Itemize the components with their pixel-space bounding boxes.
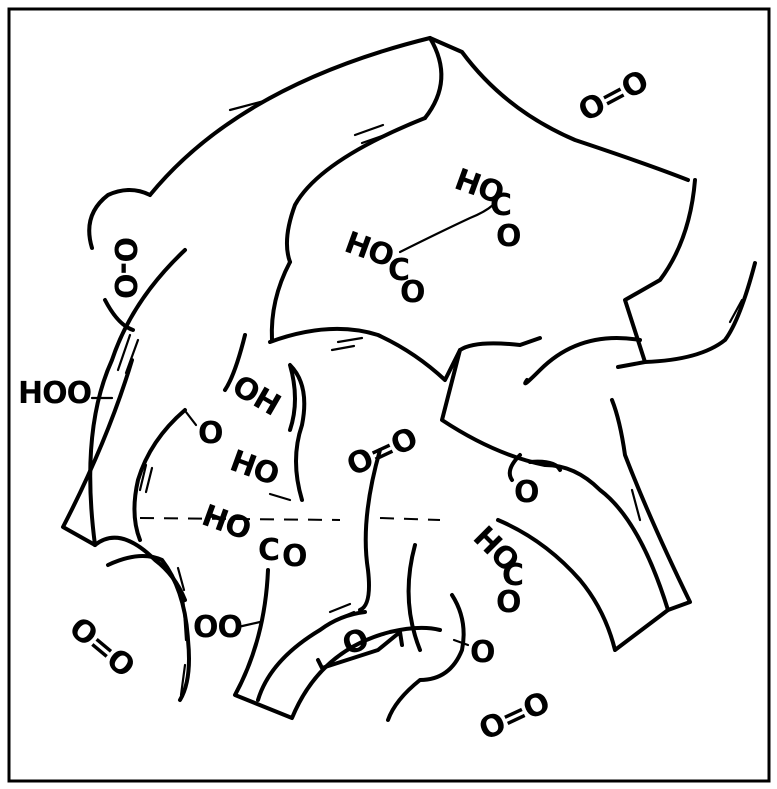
carboxyl-c-lower: C (258, 533, 279, 568)
ring-oxygen-label: O (338, 622, 373, 663)
hydroxyl-bond-left (270, 494, 290, 500)
o2-label-bottom-left: O=O (62, 611, 141, 685)
o2-label-center: O=O (342, 421, 423, 484)
dashed-boundary-line (140, 518, 440, 520)
carboxyl-label-lower: HO (197, 498, 255, 548)
hydroxyl-label-left: HO (225, 443, 283, 493)
o2-label-bottom-right: O=O (474, 685, 555, 748)
carboxyl-o-upper-1: O (496, 219, 521, 254)
o2-label-top-right: O=O (573, 64, 654, 129)
carbonyl-label-mid: O (198, 416, 223, 451)
carboxyl-o-lower: O (282, 539, 307, 574)
carboxyl-o-right: O (496, 585, 521, 620)
carbonyl-bond-mid (186, 412, 196, 425)
carboxyl-o-upper-2: O (400, 275, 425, 310)
ether-o-right: O (514, 475, 539, 510)
hydroperoxide-label: HOO (18, 376, 91, 411)
carbonyl-label-bottom: O (470, 635, 495, 670)
peroxide-label: O-O (107, 237, 142, 298)
peroxide-radical-label: OO (193, 610, 242, 645)
central-graphene-sheet (270, 329, 690, 650)
hydroxyl-label-mid: OH (226, 368, 286, 423)
carboxyl-bond-upper-1 (400, 205, 493, 252)
